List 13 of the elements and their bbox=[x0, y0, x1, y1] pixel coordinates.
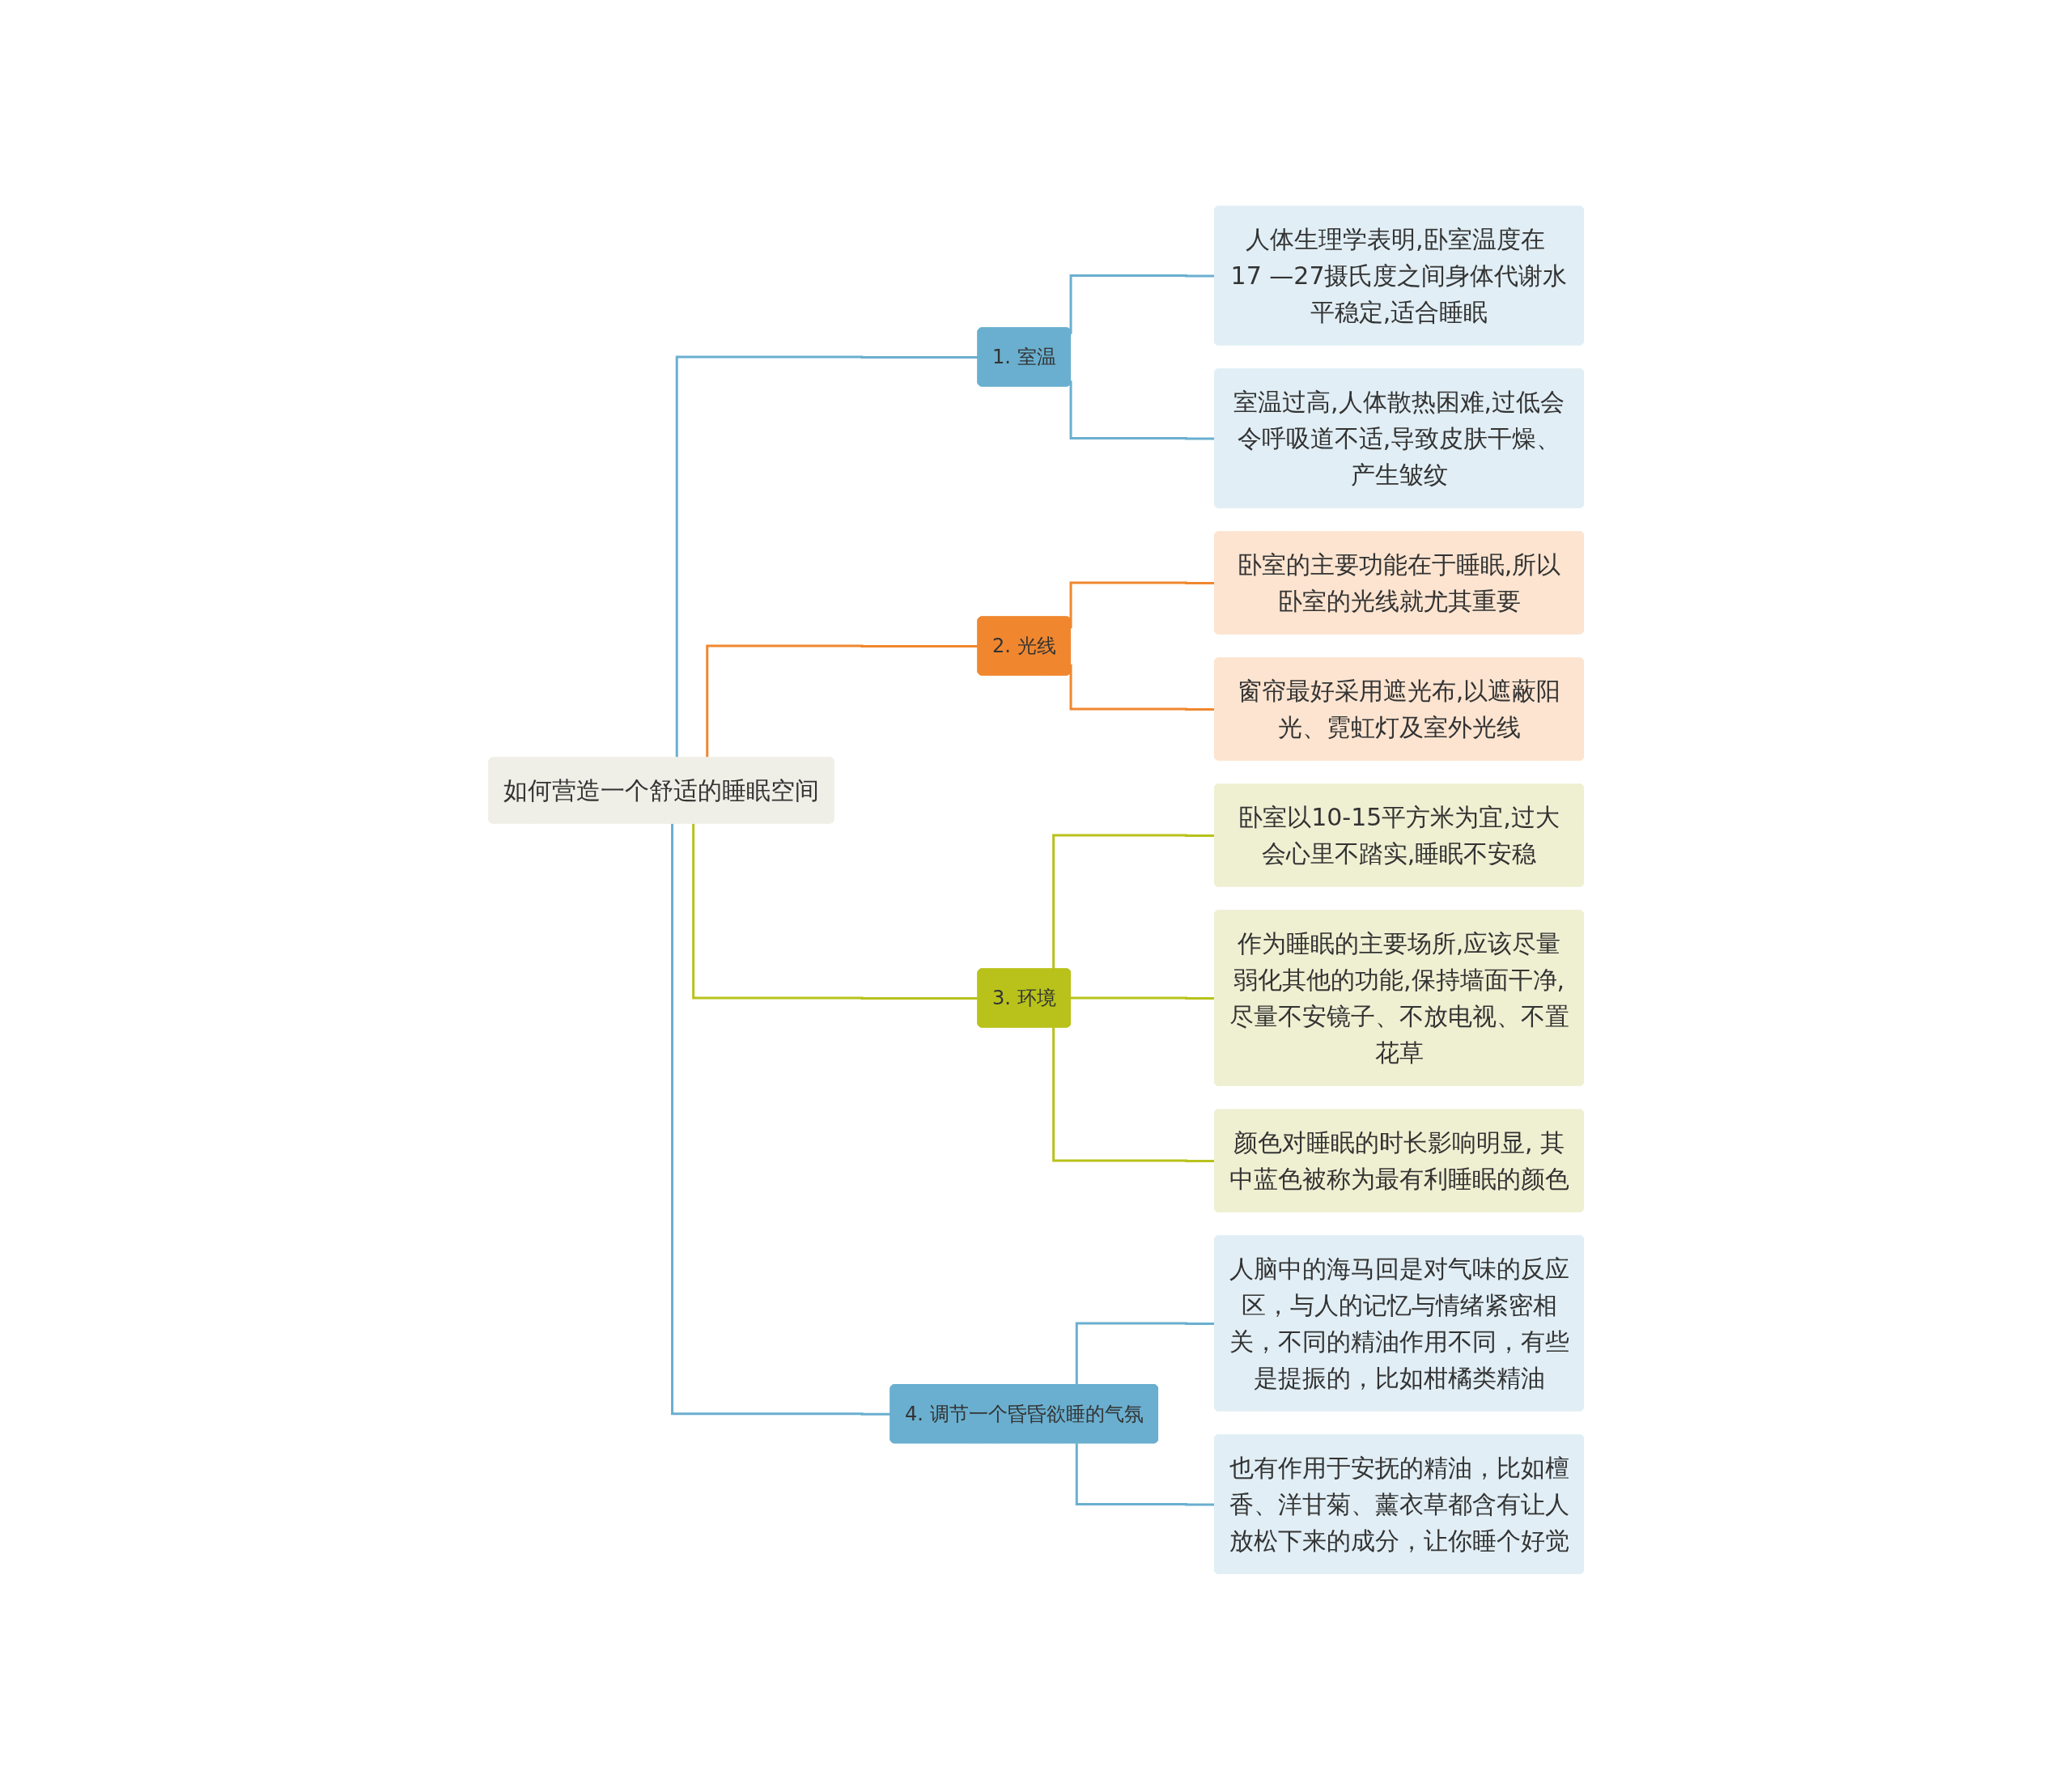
connector bbox=[670, 823, 891, 1416]
connector bbox=[1069, 664, 1215, 711]
connector bbox=[1069, 274, 1215, 334]
connector bbox=[1069, 996, 1215, 1000]
connector bbox=[1075, 1322, 1215, 1385]
connector bbox=[1051, 1027, 1215, 1162]
connector bbox=[691, 823, 979, 1000]
connector bbox=[1069, 380, 1215, 439]
connector bbox=[706, 644, 979, 758]
connector bbox=[675, 355, 979, 758]
connector bbox=[1051, 834, 1215, 969]
connector bbox=[1075, 1442, 1215, 1505]
connector bbox=[1069, 581, 1215, 628]
